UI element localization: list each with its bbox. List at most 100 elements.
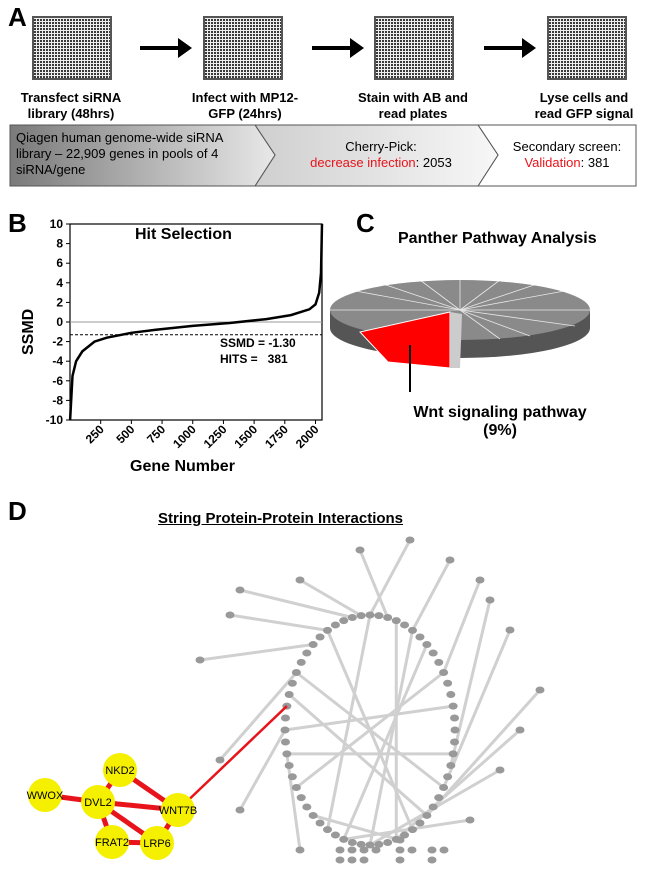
highlight-node — [103, 753, 137, 787]
workflow-step-2: Infect with MP12- GFP (24hrs) — [180, 90, 310, 122]
step-text: Infect with MP12- — [191, 90, 299, 105]
protein-node — [295, 846, 305, 854]
protein-node — [515, 726, 525, 734]
highlight-node-label: WNT7B — [159, 805, 198, 817]
protein-node — [282, 750, 292, 758]
step-text: read plates — [378, 106, 448, 121]
protein-node — [335, 856, 345, 864]
funnel-text: siRNA/gene — [16, 162, 86, 177]
protein-node — [356, 612, 366, 620]
y-tick-label: 0 — [56, 315, 63, 329]
protein-node — [308, 641, 318, 649]
protein-node — [450, 738, 460, 746]
funnel-chevrons — [9, 124, 637, 187]
funnel-text: Qiagen human genome-wide siRNA — [16, 130, 224, 145]
workflow-step-3: Stain with AB and read plates — [348, 90, 478, 122]
protein-node — [450, 726, 460, 734]
protein-node — [347, 614, 357, 622]
protein-node — [280, 726, 290, 734]
x-tick-label: 1500 — [231, 422, 260, 451]
protein-node — [448, 750, 458, 758]
protein-node — [448, 702, 458, 710]
protein-node — [323, 626, 332, 634]
y-tick-label: -4 — [52, 354, 63, 368]
network-edge — [199, 643, 314, 662]
protein-node — [280, 714, 290, 722]
highlight-node — [28, 778, 62, 812]
funnel-text: library – 22,909 genes in pools of 4 — [16, 146, 219, 161]
x-tick-label: 1750 — [262, 422, 291, 451]
network-title: String Protein-Protein Interactions — [158, 510, 404, 527]
funnel-text: Secondary screen: — [512, 139, 622, 154]
step-text: read GFP signal — [534, 106, 634, 121]
funnel-text: decrease infection: 2053 — [286, 155, 476, 171]
protein-node — [446, 762, 456, 770]
y-tick-label: -10 — [46, 413, 64, 427]
chart-title: Hit Selection — [135, 226, 232, 243]
funnel-red-text: Validation — [524, 155, 581, 170]
protein-node — [383, 838, 393, 846]
protein-node — [365, 611, 375, 619]
protein-node — [195, 656, 205, 664]
panel-label-b: B — [8, 208, 27, 238]
arrow-right-icon — [140, 38, 192, 58]
network-edge — [284, 704, 454, 732]
protein-node — [284, 762, 294, 770]
funnel-box-secondary: Secondary screen: Validation: 381 — [500, 139, 634, 171]
protein-node — [434, 658, 444, 666]
protein-node — [356, 840, 366, 848]
highlight-node-label: NKD2 — [105, 765, 134, 777]
funnel-text: : 2053 — [415, 155, 452, 170]
protein-node — [235, 806, 245, 814]
protein-node — [215, 756, 225, 764]
protein-node — [374, 840, 384, 848]
network-edge — [295, 671, 445, 789]
highlight-node — [161, 793, 195, 827]
network-edge — [368, 539, 412, 616]
protein-node — [287, 679, 297, 687]
highlight-node-label: LRP6 — [143, 838, 171, 850]
y-tick-label: 4 — [56, 276, 63, 290]
funnel-red-text: decrease infection — [310, 155, 416, 170]
protein-node — [465, 816, 475, 824]
protein-node — [395, 856, 405, 864]
funnel-text: Cherry-Pick: — [345, 139, 417, 154]
pie-title: Panther Pathway Analysis — [398, 230, 597, 247]
protein-node — [408, 626, 417, 634]
protein-node — [359, 856, 369, 864]
protein-node — [374, 612, 384, 620]
protein-node — [323, 826, 332, 834]
protein-node — [335, 846, 345, 854]
step-text: library (48hrs) — [27, 106, 115, 121]
well-plate-icon — [374, 16, 454, 80]
funnel-text: : 381 — [580, 155, 610, 170]
well-plate-icon — [203, 16, 283, 80]
highlight-node-label: WWOX — [27, 790, 64, 802]
protein-node — [302, 803, 312, 811]
protein-node — [391, 617, 401, 625]
hits-annotation: HITS = 381 — [220, 352, 288, 366]
well-plate-icon — [547, 16, 627, 80]
y-tick-label: -2 — [52, 335, 63, 349]
y-tick-label: -6 — [52, 374, 63, 388]
highlight-node — [95, 825, 129, 859]
protein-node — [428, 803, 438, 811]
protein-node — [415, 819, 425, 827]
protein-node — [295, 576, 305, 584]
protein-node — [407, 846, 417, 854]
protein-node — [359, 846, 369, 854]
protein-node — [330, 621, 340, 629]
network-edge — [239, 588, 353, 619]
highlight-node — [140, 826, 174, 860]
protein-node — [505, 626, 515, 634]
network-edge — [288, 693, 428, 817]
protein-node — [445, 556, 455, 564]
protein-node — [339, 617, 349, 625]
protein-node — [284, 690, 294, 698]
network-edge — [411, 559, 452, 632]
protein-node — [339, 835, 349, 843]
protein-node — [439, 846, 449, 854]
protein-node — [439, 669, 449, 676]
